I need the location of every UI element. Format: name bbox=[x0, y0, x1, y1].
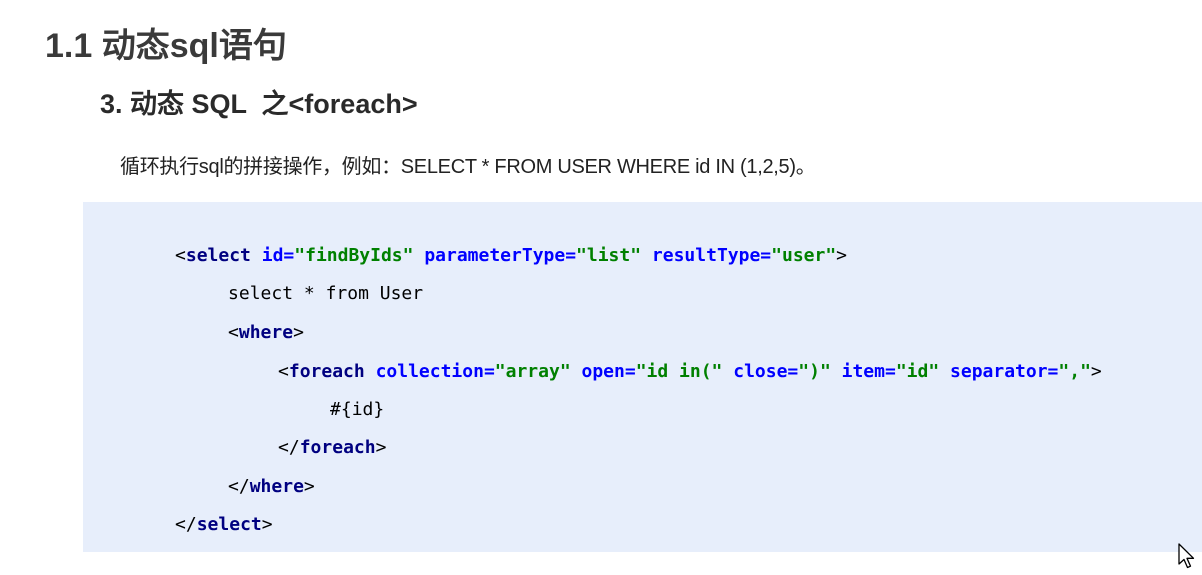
code-tag: select bbox=[185, 245, 251, 266]
code-space bbox=[571, 361, 582, 382]
mouse-pointer-icon bbox=[1178, 543, 1195, 569]
code-space bbox=[641, 245, 652, 266]
code-attribute: separator= bbox=[950, 361, 1059, 382]
code-token: > bbox=[375, 437, 387, 458]
code-line-item: #{id} bbox=[265, 377, 384, 443]
code-token: > bbox=[1090, 361, 1102, 382]
code-token: < bbox=[175, 245, 186, 266]
code-attribute: id= bbox=[261, 245, 295, 266]
code-tag: where bbox=[249, 476, 304, 497]
code-token: > bbox=[836, 245, 848, 266]
code-token: > bbox=[303, 476, 315, 497]
slide-subtitle: 3. 动态 SQL 之<foreach> bbox=[100, 89, 418, 119]
code-string: ")" bbox=[798, 361, 831, 382]
code-text: #{id} bbox=[330, 399, 385, 420]
code-attribute: item= bbox=[841, 361, 896, 382]
code-line-foreach-open: <foreach collection="array" open="id in(… bbox=[213, 339, 1102, 405]
code-line-select-close: </select> bbox=[110, 492, 273, 558]
slide-title: 1.1 动态sql语句 bbox=[45, 27, 287, 65]
code-string: "findByIds" bbox=[294, 245, 414, 266]
code-line-sql: select * from User bbox=[163, 261, 423, 327]
code-tag: foreach bbox=[299, 437, 376, 458]
code-tag: foreach bbox=[288, 361, 365, 382]
code-space bbox=[939, 361, 950, 382]
code-token: </ bbox=[228, 476, 250, 497]
code-block: <select id="findByIds" parameterType="li… bbox=[83, 202, 1202, 552]
code-string: "id" bbox=[895, 361, 940, 382]
code-text: select * from User bbox=[228, 283, 424, 304]
code-line-foreach-close: </foreach> bbox=[213, 415, 386, 481]
code-line-where-close: </where> bbox=[163, 454, 315, 520]
code-token: < bbox=[228, 322, 239, 343]
code-attribute: close= bbox=[733, 361, 799, 382]
code-line-where-open: <where> bbox=[163, 300, 304, 366]
code-tag: select bbox=[196, 514, 262, 535]
code-token: </ bbox=[175, 514, 197, 535]
code-attribute: parameterType= bbox=[424, 245, 577, 266]
code-string: "user" bbox=[771, 245, 837, 266]
code-string: "id in(" bbox=[635, 361, 723, 382]
code-string: "list" bbox=[576, 245, 642, 266]
code-space bbox=[831, 361, 842, 382]
code-token: </ bbox=[278, 437, 300, 458]
code-string: "array" bbox=[494, 361, 571, 382]
code-attribute: collection= bbox=[375, 361, 495, 382]
code-tag: where bbox=[238, 322, 294, 343]
slide-description: 循环执行sql的拼接操作，例如：SELECT * FROM USER WHERE… bbox=[120, 156, 816, 178]
code-attribute: open= bbox=[581, 361, 636, 382]
code-space bbox=[722, 361, 733, 382]
code-token: > bbox=[261, 514, 273, 535]
code-token: < bbox=[278, 361, 289, 382]
code-line-select-open: <select id="findByIds" parameterType="li… bbox=[110, 223, 847, 289]
code-string: "," bbox=[1058, 361, 1091, 382]
code-token: > bbox=[293, 322, 304, 343]
code-attribute: resultType= bbox=[651, 245, 772, 266]
